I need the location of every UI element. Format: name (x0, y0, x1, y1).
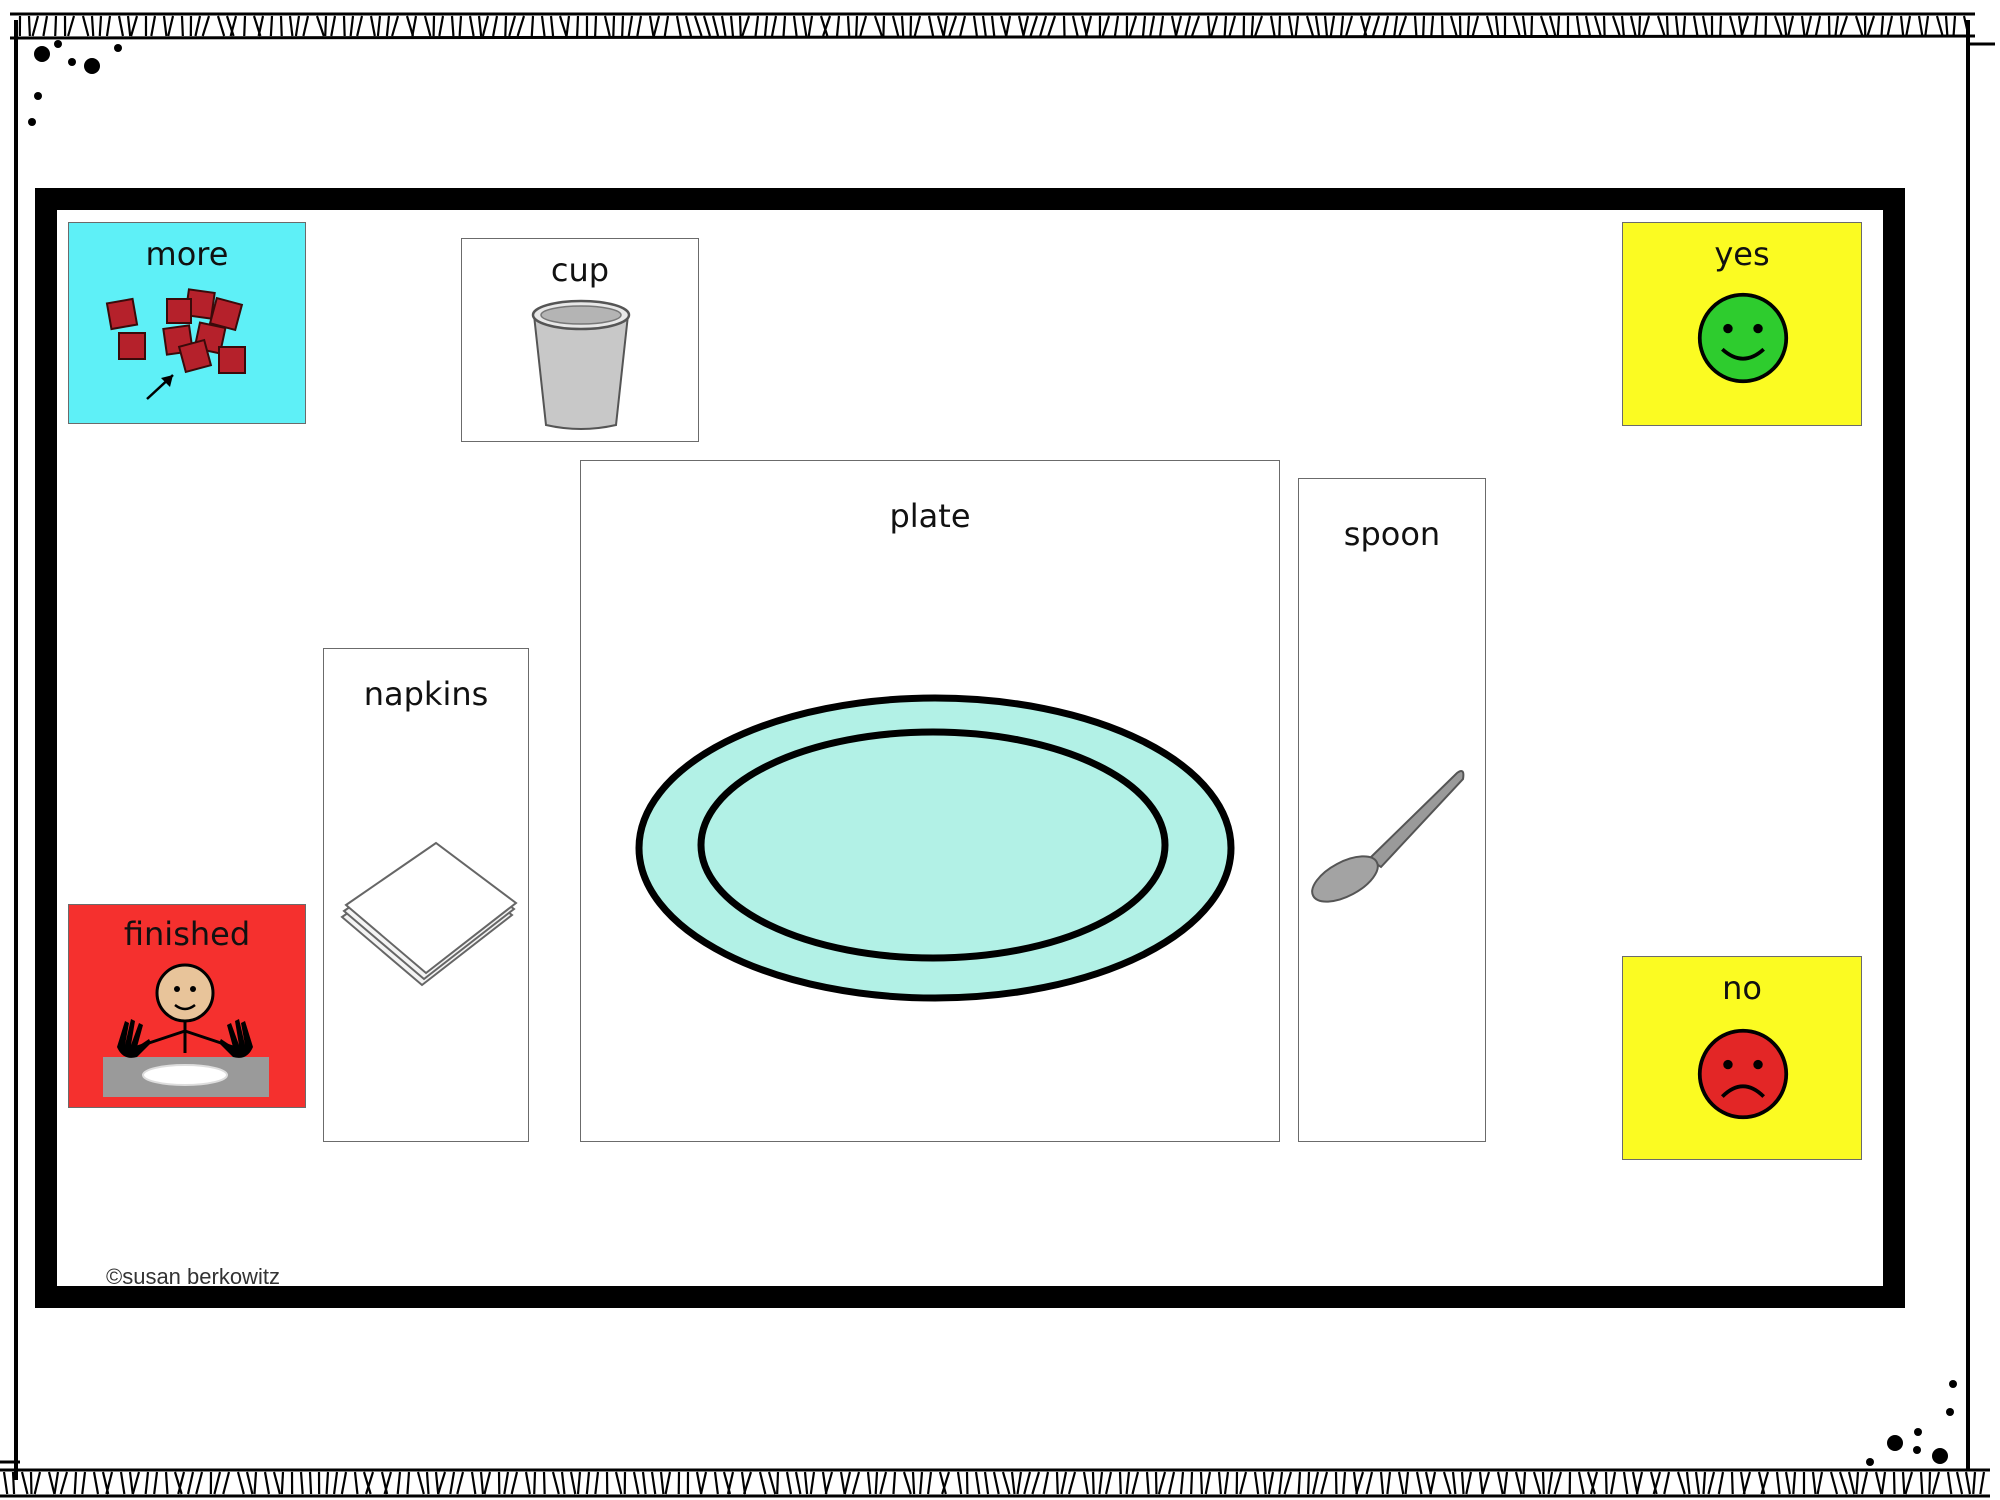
napkins-label: napkins (363, 675, 489, 713)
copyright-credit: ©susan berkowitz (106, 1264, 280, 1289)
cup-card[interactable]: cup (461, 238, 699, 442)
spoon-card[interactable]: spoon (1298, 478, 1486, 1142)
sad-face-icon (1697, 1028, 1789, 1120)
napkins-card[interactable]: napkins (323, 648, 529, 1142)
decorative-dots-icon (28, 40, 122, 126)
person-finished-eating-icon (103, 963, 269, 1097)
plate-card[interactable]: plate (580, 460, 1280, 1142)
no-card[interactable]: no (1622, 956, 1862, 1160)
cup-icon (531, 299, 631, 430)
spoon-label: spoon (1343, 515, 1441, 553)
spoon-icon (1311, 770, 1465, 903)
napkins-icon (340, 841, 518, 987)
finished-label: finished (123, 915, 251, 953)
yes-card[interactable]: yes (1622, 222, 1862, 426)
finished-card[interactable]: finished (68, 904, 306, 1108)
yes-label: yes (1714, 235, 1770, 273)
more-card[interactable]: more (68, 222, 306, 424)
plate-icon (635, 694, 1235, 1002)
no-label: no (1722, 969, 1762, 1007)
plate-label: plate (889, 497, 971, 535)
cubes-icon (105, 288, 246, 400)
happy-face-icon (1697, 292, 1789, 384)
cup-label: cup (550, 251, 610, 289)
more-label: more (145, 235, 229, 273)
